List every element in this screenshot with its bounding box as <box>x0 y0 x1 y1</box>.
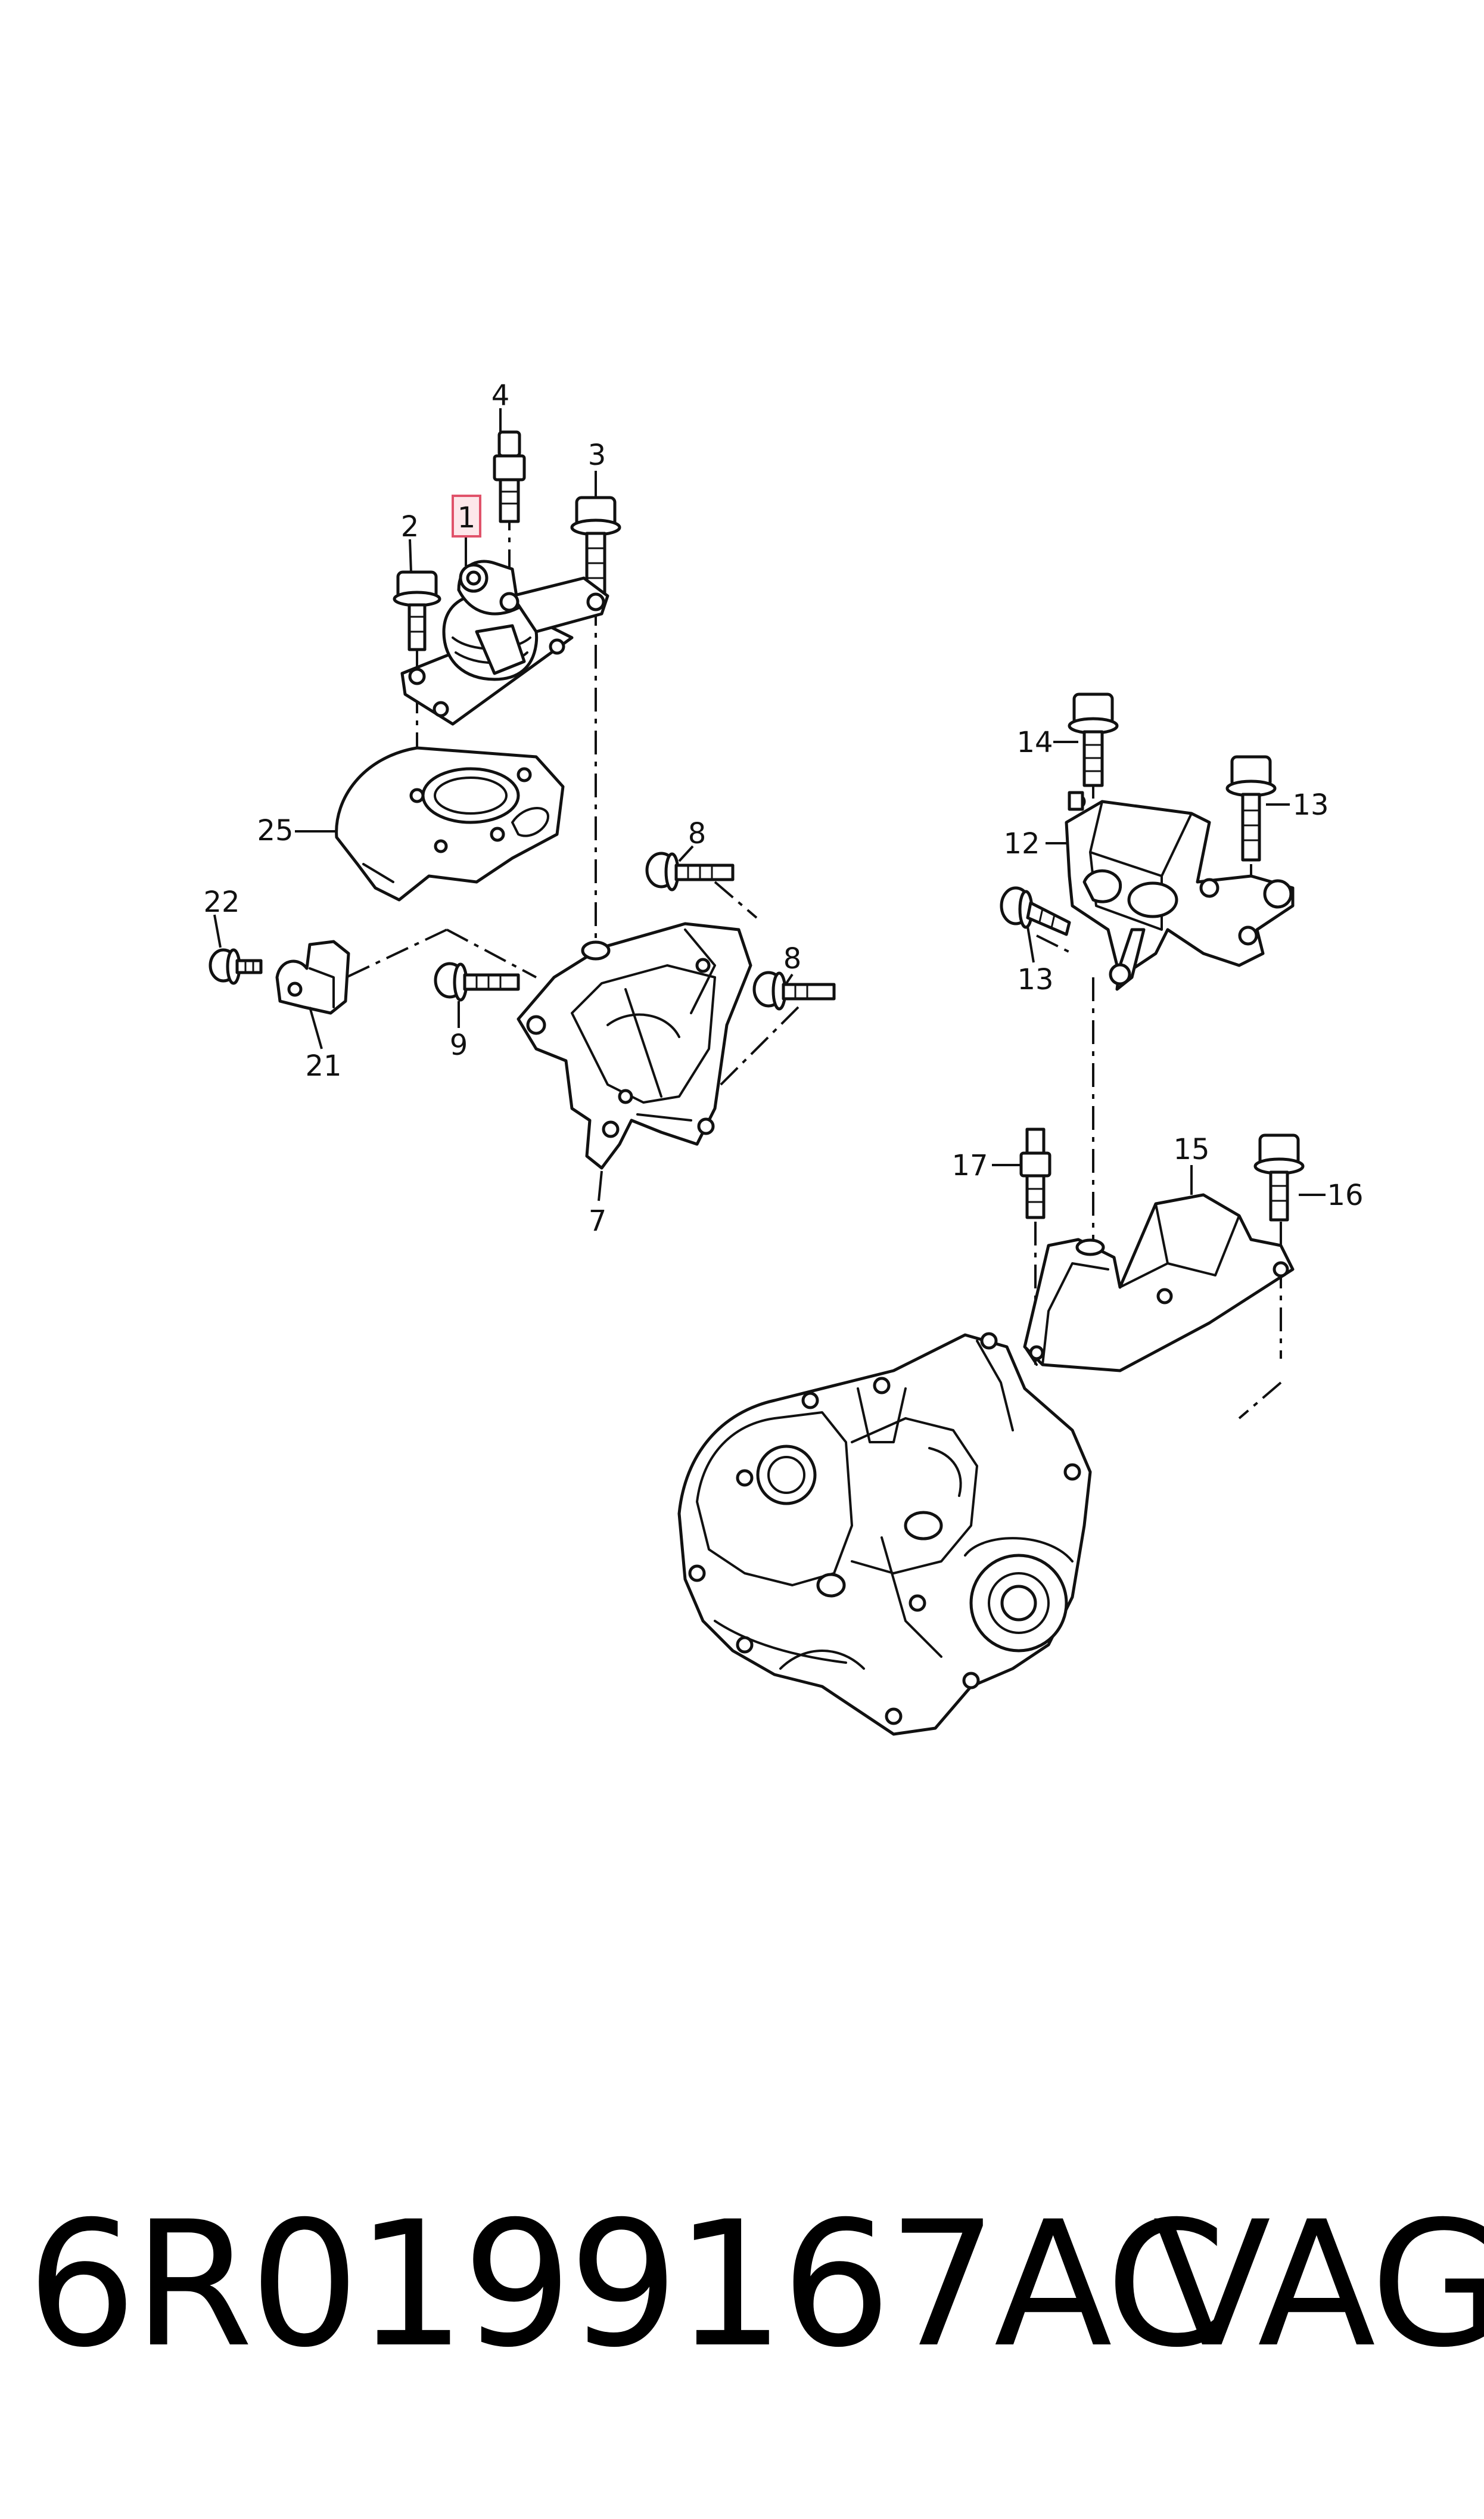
part-number-caption: 6R0199167AC <box>27 2185 1226 2386</box>
bolt-17-stud <box>1019 1128 1051 1219</box>
bolt-16 <box>1253 1133 1305 1222</box>
gearbox-housing <box>677 1332 1092 1736</box>
bolt-2 <box>393 570 441 651</box>
heat-shield-25 <box>335 746 565 902</box>
callout-25[interactable]: 25 <box>257 814 293 847</box>
callout-9[interactable]: 9 <box>450 1029 468 1062</box>
callout-1[interactable]: 1 <box>458 501 476 535</box>
engine-mount-1 <box>400 560 609 726</box>
callout-8-lower[interactable]: 8 <box>783 942 802 976</box>
engine-bracket-7 <box>517 922 752 1170</box>
callout-7[interactable]: 7 <box>589 1204 607 1238</box>
bolt-8-lower <box>752 971 836 1011</box>
bolt-4-stud <box>493 430 526 523</box>
callout-3[interactable]: 3 <box>588 439 606 472</box>
callout-1-highlight <box>452 495 481 538</box>
callout-16[interactable]: 16 <box>1327 1179 1363 1212</box>
bolt-14 <box>1068 692 1119 787</box>
bolt-8-upper <box>645 852 735 892</box>
callout-14[interactable]: 14 <box>1016 726 1053 759</box>
gearbox-bracket-15 <box>1023 1193 1295 1372</box>
brand-caption: VAG <box>1153 2185 1484 2386</box>
callout-15[interactable]: 15 <box>1173 1133 1209 1166</box>
callout-2[interactable]: 2 <box>401 510 419 543</box>
bolt-9 <box>434 962 520 1002</box>
callout-12[interactable]: 12 <box>1003 827 1040 861</box>
callout-13-upper[interactable]: 13 <box>1292 788 1329 822</box>
callout-13-lower[interactable]: 13 <box>1017 963 1053 996</box>
callout-4[interactable]: 4 <box>491 379 510 412</box>
gearbox-mount-12 <box>1065 791 1295 991</box>
bracket-21 <box>275 940 350 1015</box>
bolt-13-upper <box>1225 755 1277 862</box>
callout-17[interactable]: 17 <box>951 1149 988 1182</box>
callout-22[interactable]: 22 <box>203 886 239 919</box>
bolt-13-lower <box>1000 886 1071 936</box>
bolt-22 <box>209 948 263 985</box>
callout-21[interactable]: 21 <box>305 1049 341 1083</box>
callout-8-upper[interactable]: 8 <box>688 817 707 850</box>
callout-leaders <box>213 408 1326 1201</box>
